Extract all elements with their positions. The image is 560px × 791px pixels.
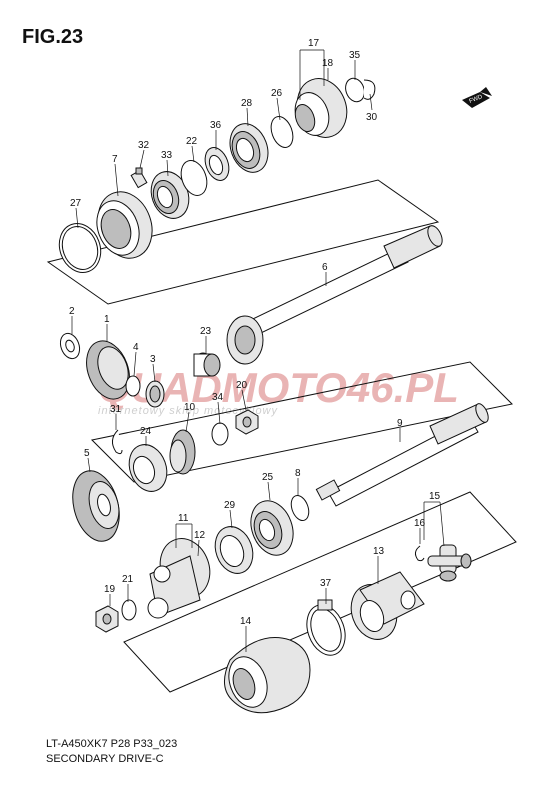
- part-25-bearing: [250, 500, 294, 556]
- part-29-oil-seal: [214, 526, 254, 574]
- fwd-label: FWD: [469, 94, 485, 105]
- callout-numbers: 17 18 35 30 26 36 28 22 33 32 7 27 6 23 …: [69, 38, 441, 627]
- leader-lines: [71, 49, 445, 652]
- part-23-needle-bearing: [193, 352, 221, 377]
- part-21-washer: [121, 599, 137, 621]
- part-35-washer: [345, 77, 365, 103]
- part-31-circlip: [112, 429, 123, 455]
- callout-25: 25: [262, 472, 274, 483]
- callout-37: 37: [320, 578, 332, 589]
- callout-22: 22: [186, 136, 198, 147]
- callout-21: 21: [122, 574, 134, 585]
- callout-9: 9: [397, 418, 403, 429]
- part-6-shaft: [229, 225, 443, 345]
- part-11-yoke: [147, 538, 211, 619]
- diagram-name: SECONDARY DRIVE-C: [46, 753, 164, 765]
- callout-14: 14: [240, 616, 252, 627]
- callout-26: 26: [271, 88, 283, 99]
- part-10-gear: [169, 429, 196, 475]
- part-13-yoke: [350, 571, 425, 640]
- callout-1: 1: [104, 314, 110, 325]
- watermark-tagline: internetowy sklep motocyklowy: [98, 405, 279, 417]
- callout-7: 7: [112, 154, 118, 165]
- callout-11: 11: [178, 513, 189, 524]
- part-15-universal-joint-cross: [427, 544, 472, 582]
- part-8-o-ring: [290, 494, 310, 522]
- panel-lower-joint: [123, 491, 517, 693]
- callout-35: 35: [349, 50, 361, 61]
- part-1-bevel-gear: [86, 340, 130, 400]
- part-9-shaft: [315, 403, 489, 507]
- callout-30: 30: [366, 112, 378, 123]
- callout-17: 17: [308, 38, 320, 49]
- part-18-housing: [294, 78, 348, 138]
- callout-29: 29: [224, 500, 236, 511]
- figure-title: FIG.23: [22, 26, 84, 48]
- callout-12: 12: [194, 530, 206, 541]
- callout-5: 5: [84, 448, 90, 459]
- panel-upper-shaft: [46, 179, 440, 305]
- callout-8: 8: [295, 468, 301, 479]
- part-5-bevel-gear: [72, 470, 120, 542]
- part-3-bearing: [145, 380, 165, 408]
- callout-24: 24: [140, 426, 152, 437]
- model-code: LT-A450XK7 P28 P33_023: [46, 738, 178, 750]
- part-24-bearing: [128, 444, 168, 492]
- part-30-circlip: [363, 79, 376, 100]
- callout-32: 32: [138, 140, 150, 151]
- callout-19: 19: [104, 584, 116, 595]
- callout-34: 34: [212, 392, 224, 403]
- callout-2: 2: [69, 306, 75, 317]
- callout-15: 15: [429, 491, 441, 502]
- part-7-bearing-case: [96, 191, 153, 259]
- callout-10: 10: [184, 402, 196, 413]
- part-14-boot: [224, 637, 311, 714]
- part-6-pinion-gear: [226, 315, 264, 365]
- callout-28: 28: [241, 98, 253, 109]
- part-28-bearing: [229, 123, 269, 173]
- callout-20: 20: [236, 380, 248, 391]
- callout-13: 13: [373, 546, 385, 557]
- part-26-o-ring: [270, 116, 294, 148]
- callout-23: 23: [200, 326, 212, 337]
- part-4-washer: [125, 375, 141, 397]
- callout-27: 27: [70, 198, 82, 209]
- part-32-bolt: [130, 167, 148, 189]
- callout-4: 4: [133, 342, 139, 353]
- part-33-bearing: [150, 171, 190, 219]
- fwd-arrow-icon: FWD: [462, 87, 492, 108]
- part-16-circlip: [414, 545, 425, 562]
- callout-6: 6: [322, 262, 328, 273]
- part-37-clamp: [306, 599, 346, 656]
- callout-31: 31: [110, 404, 122, 415]
- callout-33: 33: [161, 150, 173, 161]
- callout-3: 3: [150, 354, 156, 365]
- part-22-o-ring: [180, 160, 208, 196]
- callout-18: 18: [322, 58, 334, 69]
- part-34-washer: [211, 422, 229, 446]
- callout-36: 36: [210, 120, 222, 131]
- panel-middle-shaft: [90, 361, 514, 483]
- callout-16: 16: [414, 518, 426, 529]
